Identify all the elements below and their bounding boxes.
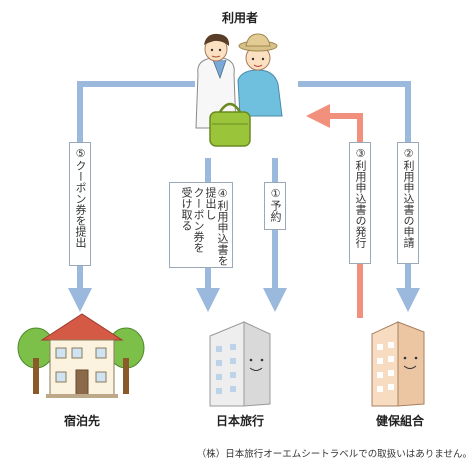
step2-box: ②利用申込書の申請 [397, 142, 419, 264]
step5-label: ⑤クーポン券を提出 [74, 147, 87, 248]
insurance-label: 健保組合 [375, 414, 424, 428]
insurance-building-illustration [371, 321, 425, 407]
step4-box: ④利用申込書を 提出し クーポン券を 受け取る [169, 182, 233, 268]
user-label: 利用者 [221, 11, 258, 25]
lodging-label: 宿泊先 [63, 414, 100, 428]
step3-label: ③利用申込書の発行 [354, 147, 367, 248]
users-illustration [195, 33, 283, 147]
agency-building-illustration [209, 321, 271, 407]
lodging-illustration [17, 313, 145, 398]
step4-label: ④利用申込書を 提出し クーポン券を 受け取る [180, 187, 229, 266]
footnote: （株）日本旅行オーエムシートラベルでの取扱いはありません。 [196, 449, 472, 460]
step1-label: ①予約 [269, 187, 282, 222]
step5-box: ⑤クーポン券を提出 [69, 142, 91, 266]
step1-box: ①予約 [264, 182, 286, 230]
agency-label: 日本旅行 [215, 414, 264, 428]
step3-box: ③利用申込書の発行 [349, 142, 371, 264]
step2-label: ②利用申込書の申請 [402, 147, 415, 248]
